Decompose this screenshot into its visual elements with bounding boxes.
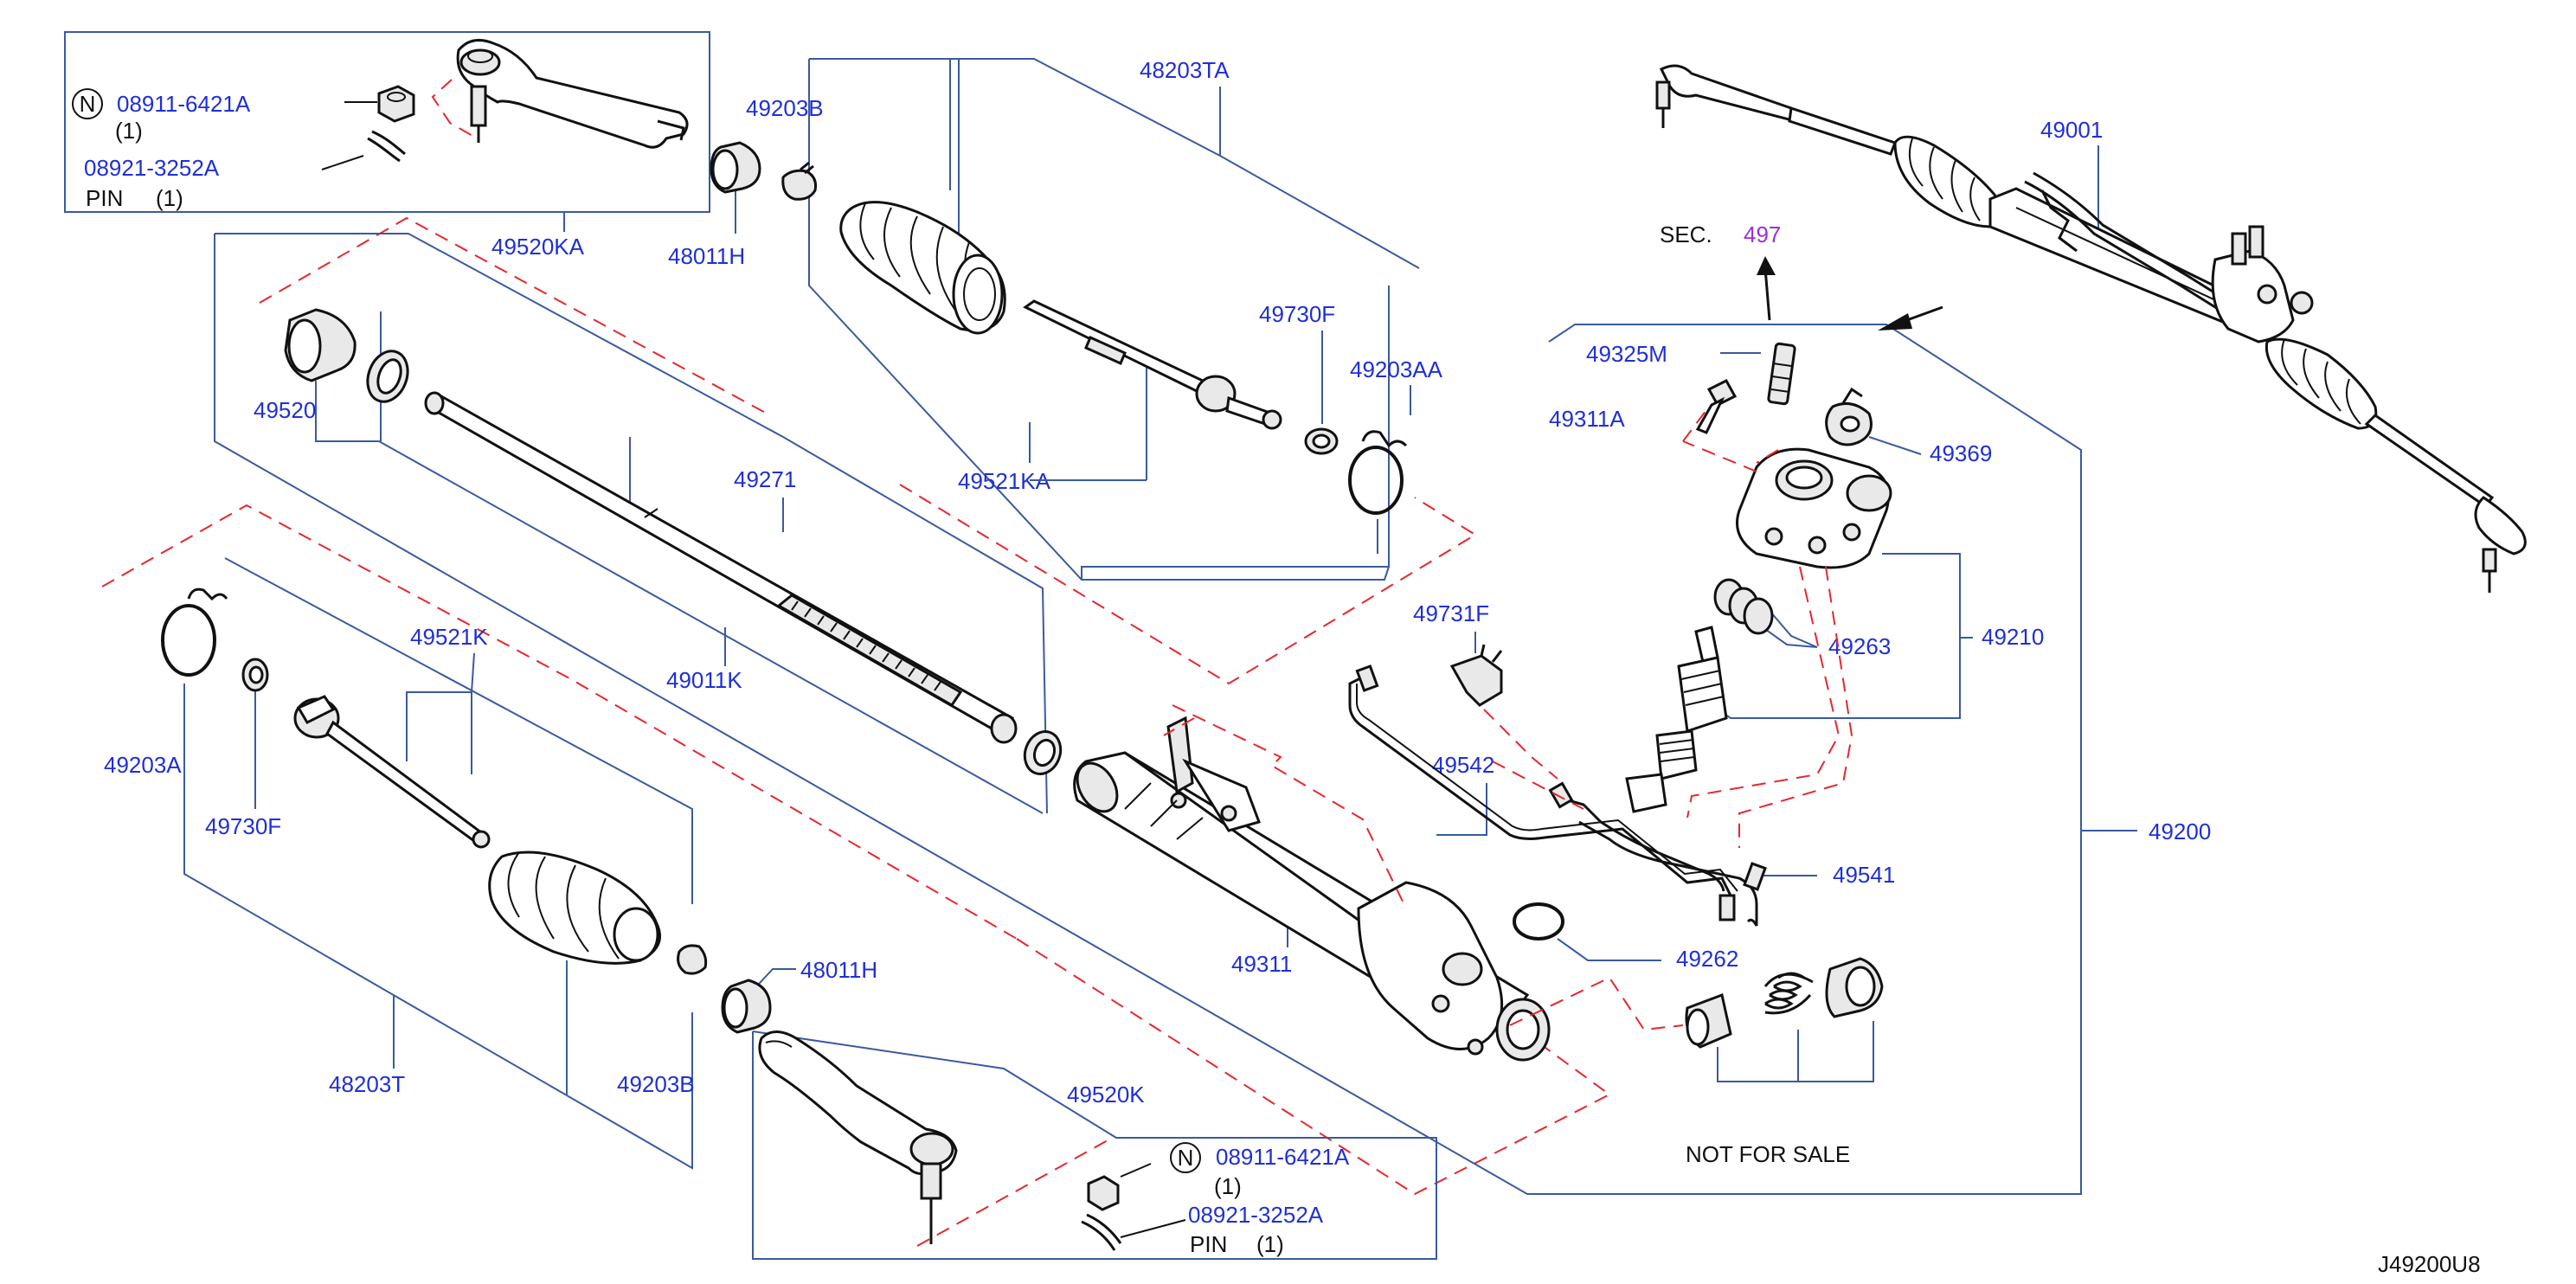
part-49520[interactable]: 49520 — [254, 397, 316, 423]
boot-kit-upper-group: 48203TA 49203B 48011H 49520KA 49730F 492… — [491, 57, 1443, 581]
part-49203b-bottom[interactable]: 49203B — [617, 1071, 695, 1097]
pin-qty-bottom: (1) — [1256, 1231, 1284, 1257]
inner-tie-rod-upper-icon — [1023, 299, 1282, 430]
pin-label-bottom: PIN — [1190, 1231, 1227, 1257]
n-symbol-icon — [72, 88, 103, 119]
bushing-top-icon — [710, 141, 761, 194]
sec-prefix: SEC. — [1660, 221, 1712, 247]
not-for-sale-parts-icon — [1685, 957, 1884, 1049]
n-symbol-bottom: N — [1178, 1145, 1194, 1171]
lock-washer-upper-icon — [1304, 427, 1339, 455]
bushing-lower-icon — [721, 979, 772, 1034]
tie-rod-end-lower-icon — [758, 1030, 958, 1244]
part-48011h-top[interactable]: 48011H — [668, 243, 745, 269]
rack-end-seal-icon — [1023, 730, 1063, 775]
part-49203aa[interactable]: 49203AA — [1350, 356, 1443, 382]
cotter-pin-icon — [321, 130, 406, 170]
part-48203t[interactable]: 48203T — [329, 1071, 405, 1097]
part-49325m[interactable]: 49325M — [1586, 341, 1667, 367]
not-for-sale-label: NOT FOR SALE — [1686, 1141, 1850, 1167]
callout-box-bottom: 49520K N 08911-6421A (1) 08921-3252A PIN… — [752, 1030, 1437, 1260]
part-49203b-top[interactable]: 49203B — [746, 95, 824, 121]
control-valve-body-icon — [1736, 447, 1892, 569]
tube-clip-icon — [1449, 644, 1503, 707]
boot-clamp-large-lower-icon — [161, 587, 228, 677]
rack-boot-lower-icon — [488, 851, 661, 965]
part-08921-3252a-top[interactable]: 08921-3252A — [84, 155, 220, 181]
gear-assembly-icon — [1655, 64, 2527, 593]
part-49262[interactable]: 49262 — [1676, 946, 1738, 972]
n-symbol: N — [80, 91, 96, 117]
rack-bushing-icon — [284, 308, 357, 382]
rack-seal-ring-icon — [366, 350, 409, 403]
part-49541[interactable]: 49541 — [1833, 862, 1895, 888]
diagram-code: J49200U8 — [2378, 1251, 2481, 1277]
clamp-small-lower-icon — [677, 944, 708, 975]
part-49200[interactable]: 49200 — [2149, 819, 2211, 844]
part-49520k[interactable]: 49520K — [1067, 1082, 1145, 1107]
part-48011h-bottom[interactable]: 48011H — [800, 957, 877, 983]
rack-boot-upper-icon — [839, 201, 1006, 335]
pressure-tube-49541-icon — [1548, 781, 1767, 927]
part-49011k[interactable]: 49011K — [666, 667, 742, 693]
part-49520ka[interactable]: 49520KA — [491, 234, 585, 260]
part-49521k[interactable]: 49521K — [410, 624, 488, 650]
boot-kit-lower-group: 49521K 49203A 49730F 48011H 48203T 49203… — [104, 557, 877, 1170]
boot-clamp-large-upper-icon — [1348, 430, 1408, 515]
rack-group: 49520 49271 49011K — [214, 233, 2082, 1195]
valve-seal-icon — [1825, 387, 1873, 446]
lock-washer-lower-icon — [241, 658, 269, 692]
part-49271[interactable]: 49271 — [734, 466, 796, 492]
steering-rack-bar-icon — [424, 391, 1018, 744]
steering-gear-assembly-group: 49001 — [1655, 64, 2527, 593]
tie-rod-end-outer-icon — [456, 38, 689, 149]
valve-fitting-icon — [1767, 342, 1796, 406]
valve-group: SEC. 497 49325M 49311A 49369 49263 49210… — [1549, 221, 2211, 848]
housing-group: 49311 49731F 49542 — [1073, 600, 1895, 1167]
part-49731f[interactable]: 49731F — [1413, 600, 1489, 626]
part-08921-3252a-bottom[interactable]: 08921-3252A — [1188, 1202, 1324, 1228]
part-49730f-top[interactable]: 49730F — [1259, 301, 1335, 327]
cotter-pin-bottom-icon — [1081, 1213, 1186, 1251]
part-08911-6421a-bottom[interactable]: 08911-6421A — [1216, 1144, 1350, 1170]
part-49730f-left[interactable]: 49730F — [205, 813, 281, 839]
bolt-icon — [1695, 379, 1738, 434]
nut-qty-top: (1) — [115, 118, 143, 144]
pin-label-top: PIN — [86, 185, 123, 211]
part-49001[interactable]: 49001 — [2040, 117, 2103, 143]
arrow-up-icon — [1757, 256, 1776, 275]
pinion-shaft-icon — [1625, 626, 1728, 813]
part-08911-6421a-top[interactable]: 08911-6421A — [117, 91, 251, 117]
sec-497-link[interactable]: 497 — [1744, 221, 1781, 247]
o-ring-icon — [1513, 902, 1564, 941]
nut-qty-bottom: (1) — [1214, 1173, 1242, 1199]
part-48203ta[interactable]: 48203TA — [1140, 57, 1230, 83]
pressure-tube-49542-icon — [1348, 664, 1738, 921]
part-49369[interactable]: 49369 — [1930, 440, 1992, 466]
part-49203a[interactable]: 49203A — [104, 752, 182, 778]
part-49311[interactable]: 49311 — [1231, 951, 1292, 977]
nut-bottom-icon — [1087, 1163, 1152, 1211]
nut-icon — [344, 85, 415, 123]
arrow-left-icon — [1878, 313, 1912, 331]
clamp-small-top-icon — [781, 161, 817, 201]
n-symbol-bottom-icon — [1170, 1142, 1201, 1173]
gear-housing-icon — [1073, 716, 1551, 1062]
part-49311a[interactable]: 49311A — [1549, 406, 1625, 432]
pin-qty-top: (1) — [156, 185, 183, 211]
seal-rings-icon — [1713, 578, 1774, 635]
part-49210[interactable]: 49210 — [1982, 624, 2044, 650]
callout-box-top: N 08911-6421A (1) 08921-3252A PIN (1) — [64, 31, 710, 213]
inner-tie-rod-lower-icon — [293, 695, 491, 849]
